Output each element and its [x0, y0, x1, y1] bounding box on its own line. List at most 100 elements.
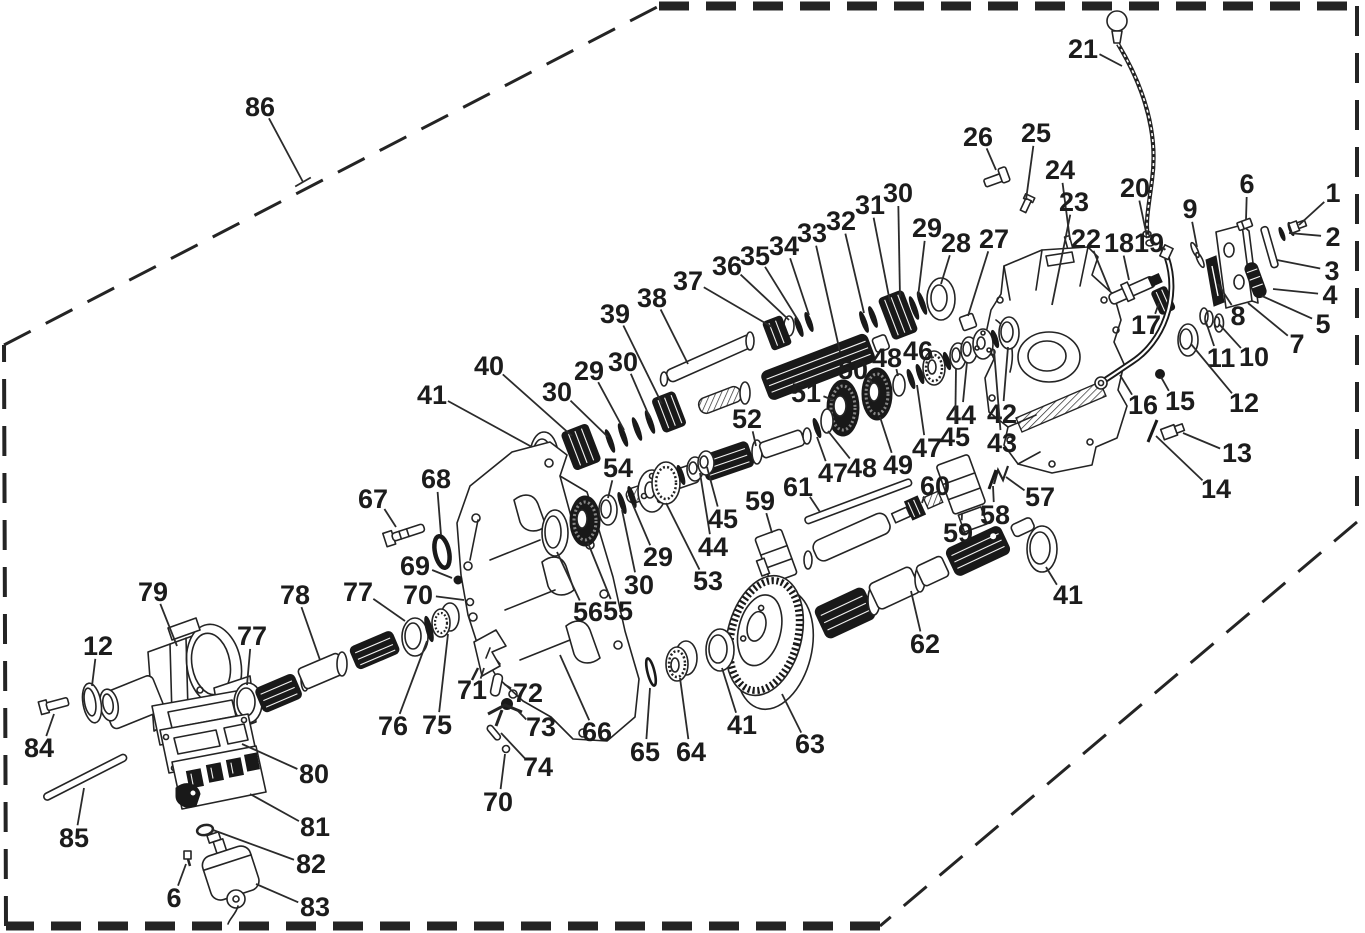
o-ring-82: [195, 823, 215, 837]
callout-12: 12: [1229, 388, 1259, 418]
leader-line-57: [1005, 476, 1026, 492]
leader-line-3: [1276, 259, 1321, 270]
leader-line-23: [1051, 214, 1072, 306]
callout-71: 71: [457, 675, 487, 705]
gasket-8: [1205, 255, 1225, 307]
callout-53: 53: [693, 566, 723, 596]
callout-25: 25: [1021, 118, 1051, 148]
callout-48: 48: [847, 453, 877, 483]
leader-line-14: [1155, 435, 1204, 482]
leader-line-56: [556, 551, 581, 601]
leader-line-35: [764, 266, 799, 321]
leader-line-68: [436, 491, 442, 536]
callout-77: 77: [343, 577, 373, 607]
leader-line-65: [645, 687, 651, 740]
callout-75: 75: [422, 710, 452, 740]
spring-pin-9: [1190, 241, 1205, 269]
callout-35: 35: [740, 241, 770, 271]
shift-tower-81: [171, 745, 267, 810]
callout-4: 4: [1322, 280, 1337, 310]
leader-line-54: [607, 480, 614, 499]
leader-line-62: [910, 590, 922, 632]
leader-line-30: [629, 373, 651, 419]
leader-line-6: [177, 863, 187, 887]
bolt-6-top: [1236, 217, 1254, 232]
gear-51: [826, 379, 860, 437]
callout-17: 17: [1131, 310, 1161, 340]
leader-line-32: [844, 233, 865, 314]
leader-line-36: [739, 273, 790, 321]
leader-line-67: [383, 508, 397, 528]
callout-74: 74: [523, 752, 553, 782]
callout-27: 27: [979, 224, 1009, 254]
leader-line-29: [632, 504, 652, 546]
callout-32: 32: [826, 206, 856, 236]
leader-line-19: [1163, 247, 1166, 251]
callout-66: 66: [582, 717, 612, 747]
input-shaft-38: [659, 331, 755, 387]
splined-bearing-39: [652, 391, 686, 433]
cluster-gear-row: [541, 450, 715, 557]
leader-line-17: [1154, 302, 1160, 315]
leader-line-85: [76, 787, 85, 826]
synchro-stack-42-48: [892, 316, 1020, 397]
dipstick: [1106, 10, 1156, 247]
callout-79: 79: [138, 577, 168, 607]
callout-72: 72: [513, 678, 543, 708]
callout-63: 63: [795, 729, 825, 759]
leader-line-15: [1160, 376, 1170, 392]
ring-48a: [812, 408, 834, 439]
leader-line-78: [300, 606, 321, 661]
callout-57: 57: [1025, 482, 1055, 512]
seal-12-left: [81, 682, 103, 724]
leader-line-38: [659, 309, 689, 365]
callout-41: 41: [1053, 580, 1083, 610]
leader-line-51: [823, 395, 834, 401]
leader-line-63: [781, 693, 803, 734]
callout-85: 85: [59, 823, 89, 853]
callout-1: 1: [1325, 178, 1340, 208]
solenoid-83: [201, 831, 260, 925]
leader-line-12: [1190, 343, 1233, 394]
leader-line-9: [1191, 221, 1198, 248]
leader-line-79: [159, 603, 178, 647]
callout-39: 39: [600, 299, 630, 329]
leader-line-12: [91, 658, 97, 687]
leader-line-41: [447, 400, 533, 448]
leader-line-20: [1138, 200, 1147, 233]
leader-line-70: [499, 753, 506, 790]
callout-37: 37: [673, 266, 703, 296]
callout-2: 2: [1325, 222, 1340, 252]
callout-33: 33: [797, 218, 827, 248]
leader-line-27: [967, 251, 990, 317]
front-output-shaft-78: [255, 631, 400, 713]
washer-65: [644, 657, 658, 687]
callout-12: 12: [83, 631, 113, 661]
callout-14: 14: [1201, 474, 1231, 504]
main-shaft-33: [697, 333, 890, 415]
bolt-84: [37, 697, 70, 716]
callout-68: 68: [421, 464, 451, 494]
leader-line-40: [502, 373, 573, 437]
roller-spring-5: [1244, 262, 1267, 299]
callout-54: 54: [603, 453, 633, 483]
callout-64: 64: [676, 737, 706, 767]
leader-line-4: [1272, 288, 1319, 295]
leader-line-30: [897, 205, 901, 298]
leader-line-46: [930, 356, 935, 359]
bearing-41-mid: [1026, 525, 1058, 573]
leader-line-44: [699, 472, 711, 535]
callout-28: 28: [941, 228, 971, 258]
leader-line-22: [1092, 250, 1111, 292]
leader-line-18: [1122, 255, 1130, 281]
leader-line-7: [1247, 302, 1289, 337]
bearing-77-right: [401, 617, 429, 657]
callout-19: 19: [1134, 228, 1164, 258]
callout-8: 8: [1230, 301, 1245, 331]
leader-line-41: [1045, 566, 1058, 586]
leader-line-52: [751, 431, 757, 447]
final-gear-63: [724, 574, 815, 711]
callout-30: 30: [608, 347, 638, 377]
